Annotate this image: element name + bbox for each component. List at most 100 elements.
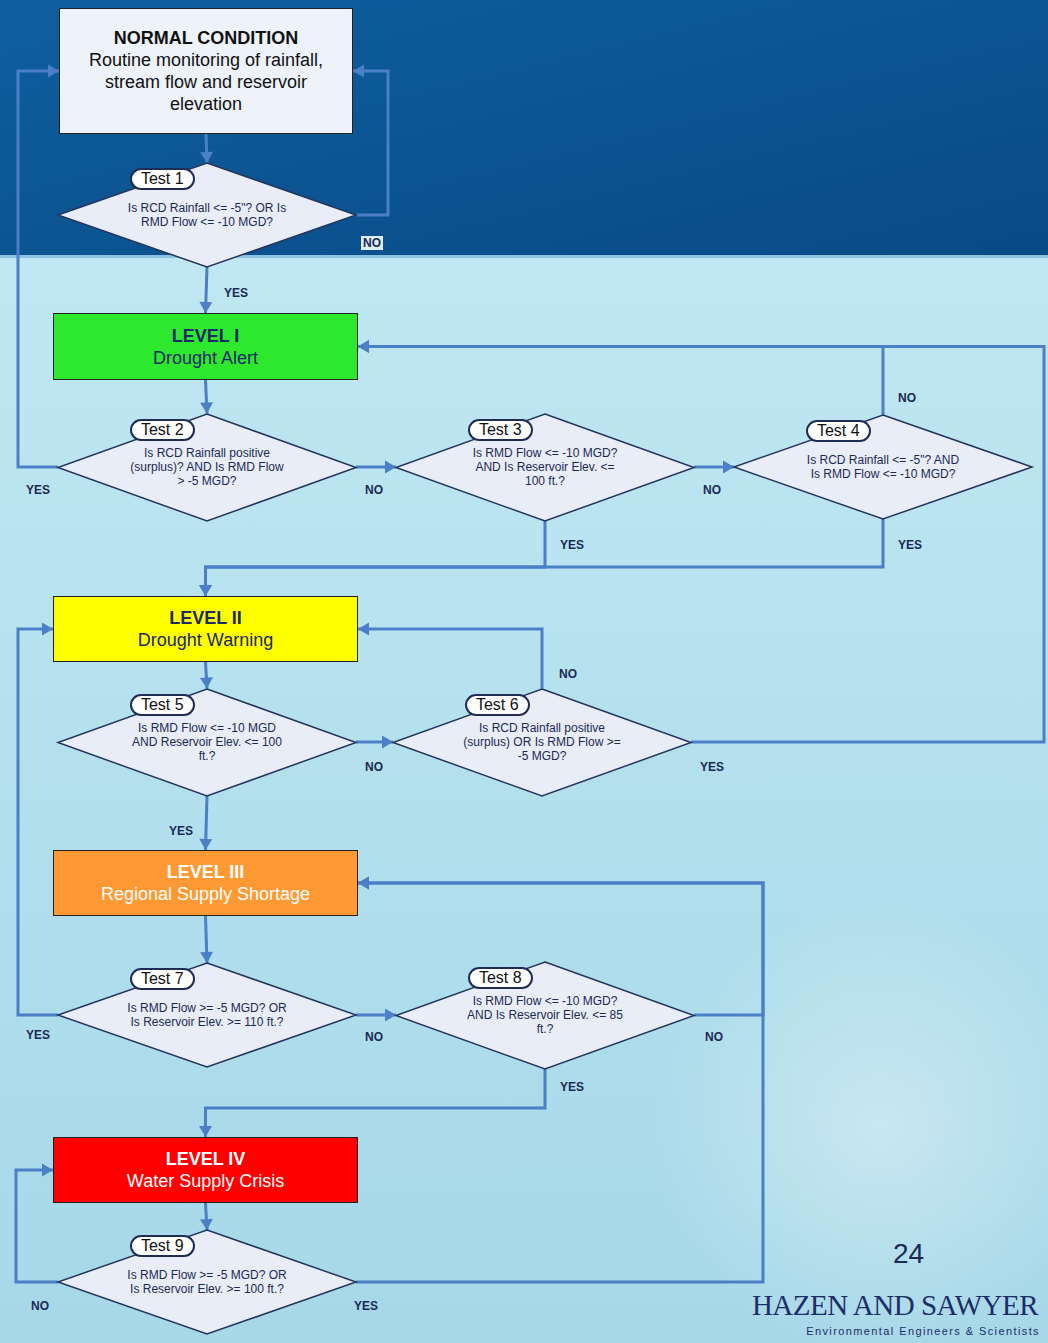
edge-label: NO [365, 760, 383, 774]
connector [356, 1009, 396, 1022]
decision-question: Is RMD Flow <= -10 MGD? AND Is Reservoir… [465, 994, 625, 1036]
arrowhead [199, 302, 212, 313]
box-description: Routine monitoring of rainfall, stream f… [81, 49, 331, 115]
band-rule [0, 255, 1048, 258]
page-number: 24 [893, 1238, 924, 1270]
connector-line [206, 519, 884, 596]
edge-label: YES [354, 1299, 378, 1313]
diamond-shape [58, 963, 356, 1067]
status-box: NORMAL CONDITIONRoutine monitoring of ra… [59, 8, 353, 134]
edge-label: YES [26, 483, 50, 497]
box-description: Water Supply Crisis [127, 1170, 284, 1192]
diamond-shape [58, 1230, 356, 1334]
connector [199, 796, 212, 851]
test-tag: Test 8 [468, 967, 533, 989]
connector [358, 623, 542, 689]
test-tag: Test 3 [468, 419, 533, 441]
connector [200, 134, 213, 163]
connector [356, 736, 393, 749]
level-box: LEVEL IIIRegional Supply Shortage [53, 850, 358, 916]
decision-diamond: Test 4Is RCD Rainfall <= -5"? AND Is RMD… [734, 415, 1032, 519]
decision-question: Is RMD Flow >= -5 MGD? OR Is Reservoir E… [127, 1001, 287, 1029]
diamond-shape [58, 414, 356, 521]
test-tag: Test 4 [806, 420, 871, 442]
connector-line [18, 71, 59, 467]
connector-line [353, 71, 388, 215]
box-heading: LEVEL II [169, 607, 242, 629]
connector-line [16, 1170, 58, 1282]
connector [358, 340, 883, 415]
level-box: LEVEL IDrought Alert [53, 313, 358, 380]
box-description: Regional Supply Shortage [101, 883, 310, 905]
arrowhead [48, 65, 59, 78]
connector [694, 461, 734, 474]
diamond-shape [393, 689, 691, 796]
arrowhead [358, 623, 369, 636]
box-heading: LEVEL I [172, 325, 240, 347]
decision-diamond: Test 6Is RCD Rainfall positive (surplus)… [393, 689, 691, 796]
connector-line [358, 629, 542, 689]
diamond-shape [396, 962, 694, 1069]
connector [356, 461, 396, 474]
edge-label: NO [559, 667, 577, 681]
arrowhead [199, 585, 212, 596]
box-heading: LEVEL IV [166, 1148, 246, 1170]
test-tag: Test 1 [130, 168, 195, 190]
decision-diamond: Test 2Is RCD Rainfall positive (surplus)… [58, 414, 356, 521]
connector-line [18, 629, 58, 1015]
connector [199, 521, 545, 597]
arrowhead [358, 877, 369, 890]
connector [200, 916, 213, 963]
connector-line [206, 521, 546, 597]
edge-label: NO [365, 483, 383, 497]
connector-line [356, 883, 763, 1282]
arrowhead [200, 152, 213, 163]
arrowhead [358, 340, 369, 353]
edge-label: YES [224, 286, 248, 300]
diamond-shape [58, 689, 356, 796]
diamond-shape [58, 163, 356, 267]
arrowhead [199, 585, 212, 596]
connector [199, 519, 883, 596]
decision-diamond: Test 9Is RMD Flow >= -5 MGD? OR Is Reser… [58, 1230, 356, 1334]
arrowhead [200, 402, 213, 413]
connector-line [206, 1069, 546, 1138]
level-box: LEVEL IVWater Supply Crisis [53, 1137, 358, 1203]
box-description: Drought Warning [138, 629, 273, 651]
decision-question: Is RCD Rainfall positive (surplus) OR Is… [462, 721, 622, 763]
globe-glow [650, 900, 1048, 1343]
connector [199, 267, 212, 313]
test-tag: Test 9 [130, 1235, 195, 1257]
arrowhead [199, 839, 212, 850]
arrowhead [358, 877, 369, 890]
company-tagline: Environmental Engineers & Scientists [806, 1324, 1040, 1338]
edge-label: NO [31, 1299, 49, 1313]
connector [16, 1164, 58, 1283]
top-band [0, 0, 1048, 256]
decision-question: Is RCD Rainfall <= -5"? OR Is RMD Flow <… [127, 201, 287, 229]
connector [200, 380, 213, 414]
connector-line [358, 347, 883, 416]
arrowhead [42, 623, 53, 636]
diamond-shape [734, 415, 1032, 519]
arrowhead [200, 677, 213, 688]
edge-label: NO [705, 1030, 723, 1044]
test-tag: Test 7 [130, 968, 195, 990]
decision-diamond: Test 3Is RMD Flow <= -10 MGD? AND Is Res… [396, 414, 694, 521]
arrowhead [42, 1164, 53, 1177]
decision-question: Is RMD Flow <= -10 MGD AND Reservoir Ele… [127, 721, 287, 763]
connector-line [358, 347, 1044, 743]
connector [18, 65, 59, 468]
edge-label: YES [898, 538, 922, 552]
decision-diamond: Test 1 Is RCD Rainfall <= -5"? OR Is RMD … [58, 163, 356, 267]
arrowhead [199, 1126, 212, 1137]
connector [18, 623, 58, 1016]
arrowhead [358, 340, 369, 353]
edge-label: YES [26, 1028, 50, 1042]
connector [353, 65, 388, 216]
arrowhead [200, 952, 213, 963]
connector [200, 662, 213, 689]
edge-label: NO [365, 1030, 383, 1044]
